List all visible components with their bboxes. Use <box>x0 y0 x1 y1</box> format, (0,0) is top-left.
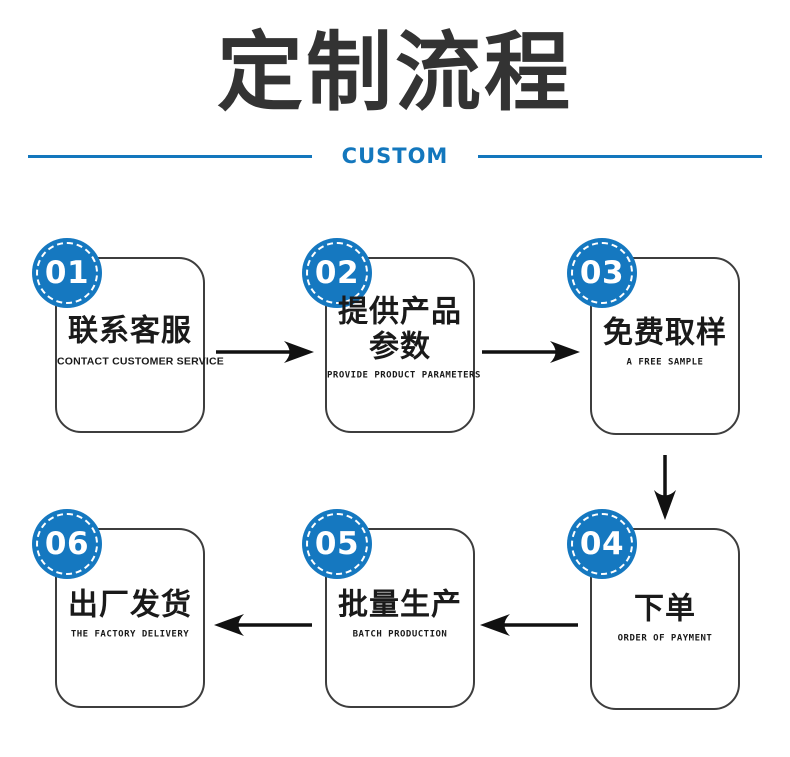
step-title-zh: 免费取样 <box>603 315 727 351</box>
divider-line-right <box>478 154 763 158</box>
step-content: 免费取样 A FREE SAMPLE <box>592 315 738 368</box>
step-subtitle-en: THE FACTORY DELIVERY <box>70 629 190 640</box>
step-number: 03 <box>579 255 625 291</box>
step-number: 05 <box>314 526 360 562</box>
step-number-badge: 05 <box>302 509 372 579</box>
step-subtitle-en: BATCH PRODUCTION <box>352 629 448 640</box>
step-number-badge: 01 <box>32 238 102 308</box>
divider-line-left <box>28 154 312 158</box>
step-number-badge: 02 <box>302 238 372 308</box>
step-subtitle-en: CONTACT CUSTOMER SERVICE <box>57 355 224 368</box>
step-card-contact-customer-service: 01 联系客服 CONTACT CUSTOMER SERVICE <box>32 238 224 433</box>
dashed-ring-icon <box>36 513 98 575</box>
step-card-provide-product-parameters: 02 提供产品 参数 PROVIDE PRODUCT PARAMETERS <box>302 238 481 433</box>
dashed-ring-icon <box>571 513 633 575</box>
step-number-badge: 04 <box>567 509 637 579</box>
step-title-zh: 联系客服 <box>68 313 192 349</box>
arrow-right-icon <box>482 341 580 363</box>
step-number-badge: 06 <box>32 509 102 579</box>
step-subtitle-en: A FREE SAMPLE <box>626 357 704 368</box>
step-number: 02 <box>314 255 360 291</box>
step-content: 出厂发货 THE FACTORY DELIVERY <box>57 587 203 640</box>
step-title-zh: 下单 <box>634 591 696 627</box>
step-number: 01 <box>44 255 90 291</box>
dashed-ring-icon <box>306 513 368 575</box>
dashed-ring-icon <box>571 242 633 304</box>
page-title: 定制流程 <box>217 23 573 123</box>
step-content: 联系客服 CONTACT CUSTOMER SERVICE <box>57 313 224 368</box>
arrow-left-icon <box>480 614 578 636</box>
step-title-zh: 批量生产 <box>338 587 462 623</box>
step-number: 04 <box>579 526 625 562</box>
subtitle-label: CUSTOM <box>341 144 449 168</box>
step-content: 批量生产 BATCH PRODUCTION <box>327 587 473 640</box>
step-card-factory-delivery: 06 出厂发货 THE FACTORY DELIVERY <box>32 509 205 708</box>
step-content: 下单 ORDER OF PAYMENT <box>592 591 738 644</box>
step-subtitle-en: PROVIDE PRODUCT PARAMETERS <box>327 370 481 381</box>
arrow-right-icon <box>216 341 314 363</box>
step-card-free-sample: 03 免费取样 A FREE SAMPLE <box>567 238 740 435</box>
step-card-order-of-payment: 04 下单 ORDER OF PAYMENT <box>567 509 740 710</box>
step-content: 提供产品 参数 PROVIDE PRODUCT PARAMETERS <box>327 294 481 381</box>
arrow-down-icon <box>654 455 676 520</box>
arrow-left-icon <box>214 614 312 636</box>
dashed-ring-icon <box>36 242 98 304</box>
step-number-badge: 03 <box>567 238 637 308</box>
step-title-zh: 出厂发货 <box>68 587 192 623</box>
step-subtitle-en: ORDER OF PAYMENT <box>617 633 713 644</box>
dashed-ring-icon <box>306 242 368 304</box>
step-card-batch-production: 05 批量生产 BATCH PRODUCTION <box>302 509 475 708</box>
step-number: 06 <box>44 526 90 562</box>
subtitle-divider: CUSTOM <box>28 144 763 168</box>
step-title-zh: 提供产品 参数 <box>338 294 462 365</box>
